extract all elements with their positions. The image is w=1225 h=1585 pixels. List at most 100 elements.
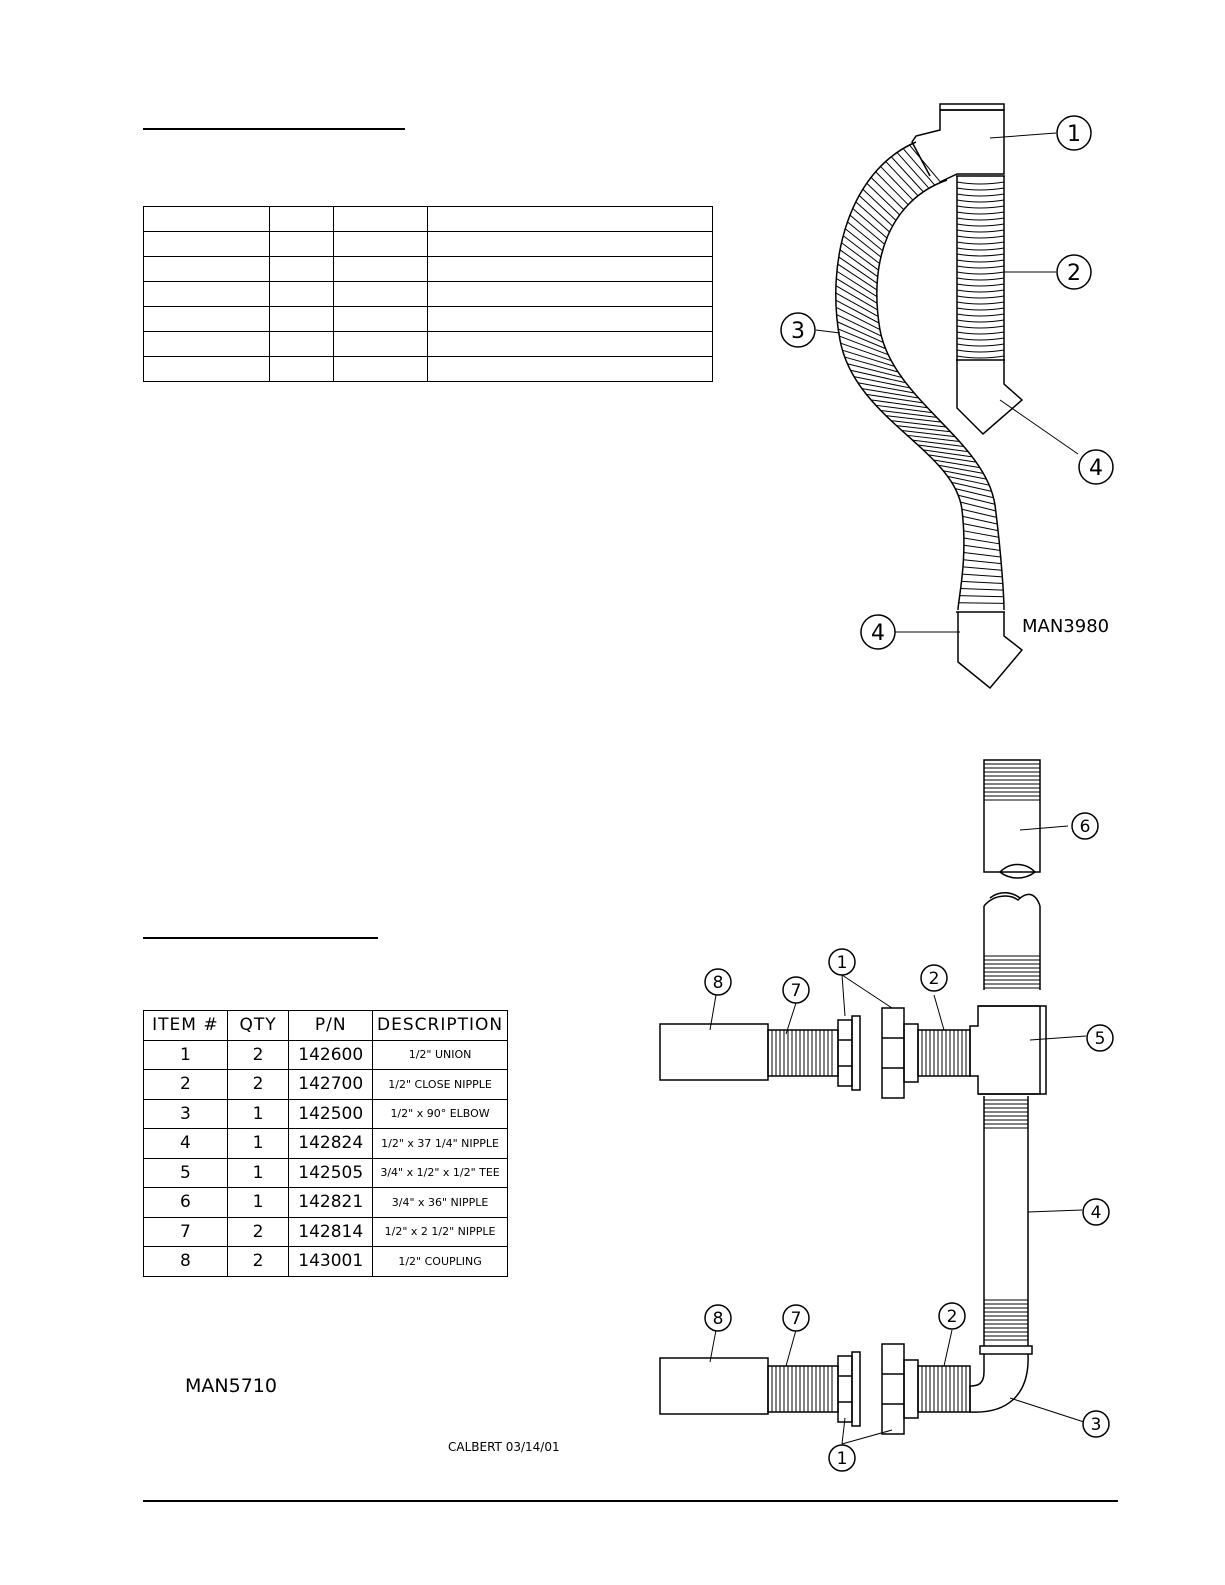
pn-cell: 142814 <box>288 1216 374 1247</box>
callout-2-label: 2 <box>1067 261 1081 286</box>
item-cell: 8 <box>143 1246 228 1277</box>
hose-rib <box>841 242 879 271</box>
hose-rib <box>909 144 942 183</box>
hose-rib <box>961 580 1003 584</box>
callout-1b-label: 1 <box>837 1449 848 1469</box>
hose-rib <box>836 314 882 337</box>
hose-rib <box>875 171 909 206</box>
hose-rib <box>880 410 937 418</box>
hose-rib <box>963 559 1002 565</box>
hose-rib <box>956 295 1005 299</box>
hose-rib <box>928 454 977 463</box>
table-row <box>143 331 713 357</box>
hose-rib <box>847 363 902 378</box>
table-row <box>143 356 713 382</box>
qty-cell: 1 <box>226 1128 290 1159</box>
hose-rib <box>962 566 1002 571</box>
pn-cell: 142500 <box>288 1098 374 1129</box>
qty-cell: 2 <box>226 1246 290 1277</box>
callout-2a-circle <box>920 964 948 992</box>
hose-rib <box>956 223 1005 227</box>
hose-rib <box>963 537 1000 545</box>
table-row <box>143 281 713 307</box>
table-cell <box>332 331 429 357</box>
top-parts-table <box>143 206 713 382</box>
hose-rib <box>885 415 942 423</box>
hose-rib <box>858 195 893 227</box>
bottom-heading-rule <box>143 937 378 939</box>
callout-3-circle <box>1082 1410 1110 1438</box>
callout-1-circle <box>1056 115 1092 151</box>
hose-rib <box>956 325 1005 329</box>
callout-6-label: 6 <box>1080 817 1091 837</box>
callout-3-circle <box>780 312 816 348</box>
hose-rib <box>907 434 960 443</box>
qty-cell: 2 <box>226 1039 290 1070</box>
hose-rib <box>837 263 878 291</box>
hose-rib <box>837 321 884 343</box>
item-cell: 5 <box>143 1157 228 1188</box>
hose-rib <box>956 211 1005 215</box>
top-heading-rule <box>143 128 405 130</box>
callout-2a-label: 2 <box>929 969 940 989</box>
hose-rib <box>839 335 889 356</box>
hose-rib <box>838 256 878 284</box>
callout-6-circle <box>1071 812 1099 840</box>
pn-cell: 142821 <box>288 1187 374 1218</box>
table-cell <box>268 356 334 382</box>
table-cell <box>332 356 429 382</box>
callout-2b-label: 2 <box>947 1307 958 1327</box>
hose-rib <box>956 259 1005 263</box>
hose-rib <box>963 551 1001 558</box>
hose-rib <box>875 404 933 414</box>
item-cell: 6 <box>143 1187 228 1218</box>
hose-rib <box>956 265 1005 269</box>
hose-rib <box>960 587 1004 591</box>
hose-rib <box>947 475 990 486</box>
hose-rib <box>956 349 1005 353</box>
hose-rib <box>880 166 914 201</box>
hose-rib <box>890 156 924 193</box>
hose-rib <box>958 602 1004 604</box>
table-cell <box>143 281 270 307</box>
pn-cell: 142505 <box>288 1157 374 1188</box>
callout-3-label: 3 <box>1091 1415 1102 1435</box>
hose-rib <box>956 337 1005 341</box>
pn-cell: 143001 <box>288 1246 374 1277</box>
hose-rib <box>955 488 994 499</box>
callout-7a-circle <box>782 976 810 1004</box>
item-cell: 3 <box>143 1098 228 1129</box>
hose-rib <box>855 201 890 233</box>
header-pn: P/N <box>288 1010 374 1041</box>
hose-rib <box>933 459 980 469</box>
hose-rib <box>852 208 888 239</box>
table-cell <box>427 256 713 282</box>
callout-4a-circle <box>1078 449 1114 485</box>
callout-8b-label: 8 <box>713 1309 724 1329</box>
description-cell: 1/2" CLOSE NIPPLE <box>372 1069 508 1100</box>
hose-rib <box>956 277 1005 281</box>
item-cell: 4 <box>143 1128 228 1159</box>
table-cell <box>143 306 270 332</box>
hose-rib <box>958 494 995 505</box>
qty-cell: 1 <box>226 1187 290 1218</box>
hose-rib <box>960 501 996 512</box>
item-cell: 2 <box>143 1069 228 1100</box>
hose-rib <box>938 464 984 474</box>
description-cell: 3/4" x 1/2" x 1/2" TEE <box>372 1157 508 1188</box>
header-qty: QTY <box>226 1010 290 1041</box>
callout-5-circle <box>1086 1024 1114 1052</box>
callout-8b-circle <box>704 1304 732 1332</box>
table-header-row: ITEM # QTY P/N DESCRIPTION <box>143 1010 508 1041</box>
hose-rib <box>956 343 1005 347</box>
hose-rib <box>885 161 919 197</box>
callout-7b-circle <box>782 1304 810 1332</box>
header-description: DESCRIPTION <box>372 1010 508 1041</box>
hose-rib <box>956 247 1005 251</box>
table-cell <box>143 356 270 382</box>
